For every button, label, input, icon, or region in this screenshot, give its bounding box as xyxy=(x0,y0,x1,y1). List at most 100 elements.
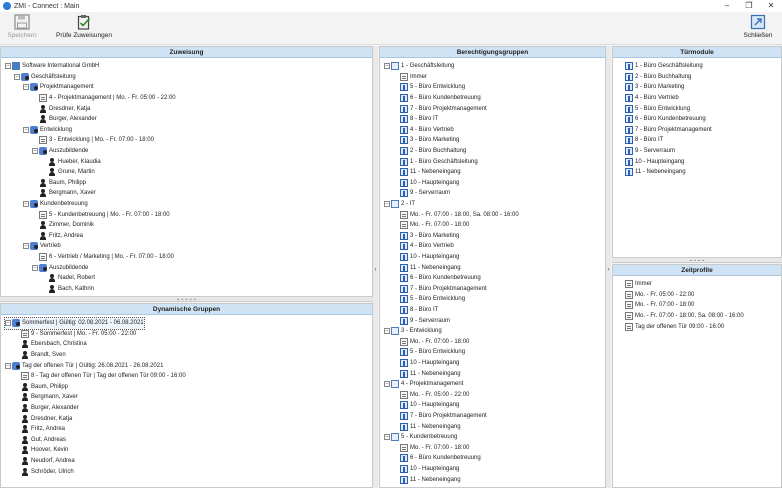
tree-item[interactable]: 11 - Nebeneingang xyxy=(393,262,461,273)
tree-item[interactable]: Mo. - Fr. 07:00 - 18:00, Sa. 08:00 - 16:… xyxy=(625,311,744,322)
tree-item[interactable]: –Sommerfest | Gültig: 02.08.2021 - 06.08… xyxy=(4,317,145,330)
tree-item[interactable]: 9 - Serverraum xyxy=(393,188,450,199)
tree-item[interactable]: Mo. - Fr. 07:00 - 18:00 xyxy=(393,337,469,348)
collapse-toggle-icon[interactable]: – xyxy=(384,63,390,70)
collapse-toggle-icon[interactable]: – xyxy=(384,328,390,335)
collapse-toggle-icon[interactable]: – xyxy=(5,320,11,327)
splitter-arrow-icon[interactable]: › xyxy=(607,267,610,273)
tree-item[interactable]: –Geschäftsleitung xyxy=(14,72,76,83)
horizontal-splitter-left[interactable]: ⌄⌄⌄⌄⌄ xyxy=(0,296,373,302)
tree-item[interactable]: 1 - Büro Geschäftsleitung xyxy=(393,156,478,167)
tree-item[interactable]: 6 - Vertrieb / Marketing | Mo. - Fr. 07:… xyxy=(32,252,174,263)
tree-item[interactable]: 5 - Büro Entwicklung xyxy=(393,82,465,93)
tree-item[interactable]: Ebersbach, Christina xyxy=(14,339,87,350)
dynamic-groups-tree[interactable]: –Sommerfest | Gültig: 02.08.2021 - 06.08… xyxy=(1,316,372,487)
tree-item[interactable]: –5 - Kundenbetreuung xyxy=(384,432,457,443)
tree-item[interactable]: 5 - Büro Entwicklung xyxy=(393,294,465,305)
tree-item[interactable]: 3 - Büro Marketing xyxy=(393,135,459,146)
tree-item[interactable]: 6 - Büro Kundenbetreuung xyxy=(625,114,706,125)
maximize-icon[interactable]: ❐ xyxy=(745,1,753,10)
vertical-splitter-right[interactable]: › xyxy=(606,46,611,488)
collapse-toggle-icon[interactable]: – xyxy=(23,243,29,250)
vertical-splitter-left[interactable]: › xyxy=(373,46,378,488)
tree-item[interactable]: 4 - Projektmanagement | Mo. - Fr. 05:00 … xyxy=(32,93,176,104)
collapse-toggle-icon[interactable]: – xyxy=(384,381,390,388)
tree-item[interactable]: Baum, Philipp xyxy=(32,178,86,189)
tree-item[interactable]: Immer xyxy=(625,279,652,290)
tree-item[interactable]: –3 - Entwicklung xyxy=(384,326,442,337)
tree-item[interactable]: 4 - Büro Vertrieb xyxy=(393,241,454,252)
tree-item[interactable]: Zimmer, Dominik xyxy=(32,220,94,231)
tree-item[interactable]: –1 - Geschäftsleitung xyxy=(384,61,454,72)
collapse-toggle-icon[interactable]: – xyxy=(23,201,29,208)
tree-item[interactable]: 9 - Sommerfest | Mo. - Fr. 05:00 - 22:00 xyxy=(14,329,136,340)
close-icon[interactable]: ✕ xyxy=(767,1,775,10)
tree-item[interactable]: 8 - Büro IT xyxy=(625,135,663,146)
collapse-toggle-icon[interactable]: – xyxy=(384,201,390,208)
tree-item[interactable]: 10 - Haupteingang xyxy=(393,464,459,475)
tree-item[interactable]: –Tag der offenen Tür | Gültig: 26.08.202… xyxy=(5,360,163,371)
tree-item[interactable]: Bergmann, Xaver xyxy=(32,188,96,199)
tree-item[interactable]: 7 - Büro Projektmanagement xyxy=(625,125,712,136)
tree-item[interactable]: Hoover, Kevin xyxy=(14,445,68,456)
horizontal-splitter-right[interactable]: ⌄⌄⌄⌄ xyxy=(612,257,782,263)
tree-item[interactable]: –Vertrieb xyxy=(23,241,61,252)
tree-item[interactable]: Brandt, Sven xyxy=(14,350,66,361)
tree-item[interactable]: 11 - Nebeneingang xyxy=(393,421,461,432)
collapse-toggle-icon[interactable]: – xyxy=(14,73,20,80)
splitter-handle-icon[interactable]: ⌄⌄⌄⌄ xyxy=(688,257,706,263)
collapse-toggle-icon[interactable]: – xyxy=(384,434,390,441)
tree-item[interactable]: 8 - Tag der offenen Tür | Tag der offene… xyxy=(14,371,186,382)
tree-item[interactable]: 5 - Büro Entwicklung xyxy=(393,347,465,358)
tree-item[interactable]: 7 - Büro Projektmanagement xyxy=(393,411,487,422)
tree-item[interactable]: –Kundenbetreuung xyxy=(23,199,88,210)
tree-item[interactable]: 2 - Büro Buchhaltung xyxy=(625,72,691,83)
tree-item[interactable]: 6 - Büro Kundenbetreuung xyxy=(393,453,481,464)
tree-item[interactable]: Hueber, Klaudia xyxy=(41,156,101,167)
tree-item[interactable]: Schröder, Ulrich xyxy=(14,466,74,477)
tree-item[interactable]: Dresdner, Katja xyxy=(32,103,90,114)
tree-item[interactable]: Immer xyxy=(393,72,427,83)
tree-item[interactable]: Bach, Kathrin xyxy=(41,284,94,295)
tree-item[interactable]: Mo. - Fr. 05:00 - 22:00 xyxy=(393,390,469,401)
tree-item[interactable]: 11 - Nebeneingang xyxy=(393,474,461,485)
tree-item[interactable]: Burger, Alexander xyxy=(14,403,79,414)
collapse-toggle-icon[interactable]: – xyxy=(23,84,29,91)
splitter-handle-icon[interactable]: ⌄⌄⌄⌄⌄ xyxy=(176,296,197,302)
collapse-toggle-icon[interactable]: – xyxy=(5,63,11,70)
close-button[interactable]: Schließen xyxy=(738,13,778,44)
tree-item[interactable]: 11 - Nebeneingang xyxy=(625,167,686,178)
tree-item[interactable]: Mo. - Fr. 05:00 - 22:00 xyxy=(625,290,694,301)
tree-item[interactable]: 3 - Büro Marketing xyxy=(393,231,459,242)
tree-item[interactable]: 6 - Büro Kundenbetreuung xyxy=(393,273,481,284)
collapse-toggle-icon[interactable]: – xyxy=(5,362,11,369)
tree-item[interactable]: Baum, Philipp xyxy=(14,382,68,393)
tree-item[interactable]: 5 - Büro Entwicklung xyxy=(625,103,690,114)
tree-item[interactable]: –Projektmanagement xyxy=(23,82,94,93)
tree-item[interactable]: Mo. - Fr. 07:00 - 18:00 xyxy=(393,220,469,231)
tree-item[interactable]: 10 - Haupteingang xyxy=(393,178,459,189)
tree-item[interactable]: Mo. - Fr. 07:00 - 18:00 xyxy=(625,300,694,311)
assignment-tree[interactable]: –Software International GmbH–Geschäftsle… xyxy=(1,59,372,297)
tree-item[interactable]: 11 - Nebeneingang xyxy=(393,167,461,178)
tree-item[interactable]: –Entwicklung xyxy=(23,125,72,136)
tree-item[interactable]: 5 - Kundenbetreuung | Mo. - Fr. 07:00 - … xyxy=(32,209,170,220)
tree-item[interactable]: Nadel, Robert xyxy=(41,273,95,284)
tree-item[interactable]: 9 - Serverraum xyxy=(393,315,450,326)
tree-item[interactable]: 7 - Büro Projektmanagement xyxy=(393,284,487,295)
tree-item[interactable]: Tag der offenen Tür 09:00 - 16:00 xyxy=(625,321,724,332)
tree-item[interactable]: –Auszubildende xyxy=(32,146,88,157)
tree-item[interactable]: Fritz, Andrea xyxy=(32,231,83,242)
tree-item[interactable]: 10 - Haupteingang xyxy=(393,358,459,369)
tree-item[interactable]: 4 - Büro Vertrieb xyxy=(625,93,679,104)
tree-item[interactable]: 9 - Serverraum xyxy=(625,146,675,157)
tree-item[interactable]: 8 - Büro IT xyxy=(393,305,438,316)
tree-item[interactable]: Neudorf, Andrea xyxy=(14,456,75,467)
tree-item[interactable]: 11 - Nebeneingang xyxy=(393,368,461,379)
tree-item[interactable]: Grune, Martin xyxy=(41,167,95,178)
tree-item[interactable]: –4 - Projektmanagement xyxy=(384,379,463,390)
tree-item[interactable]: 7 - Büro Projektmanagement xyxy=(393,103,487,114)
